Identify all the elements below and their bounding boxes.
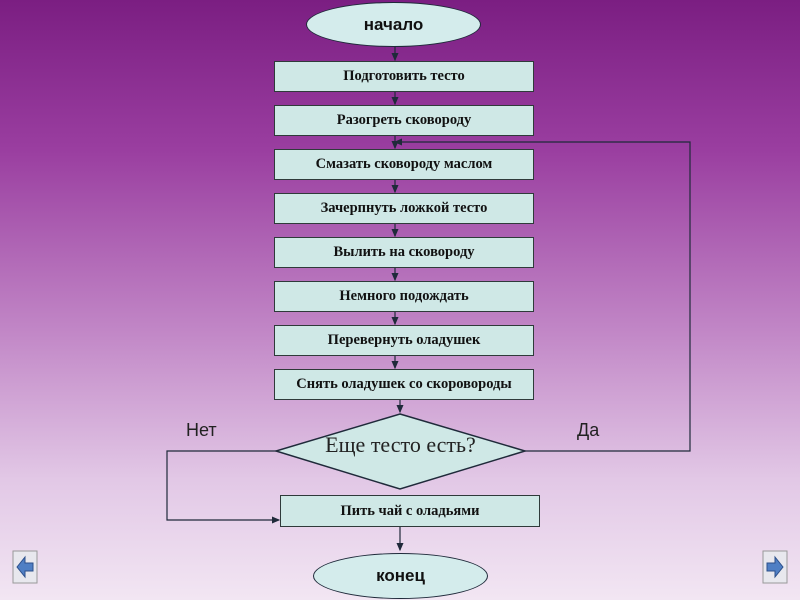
end-node: конец <box>313 553 488 599</box>
step-drink-tea: Пить чай с оладьями <box>280 495 540 527</box>
step-prepare-dough: Подготовить тесто <box>274 61 534 92</box>
step-pour-dough: Вылить на сковороду <box>274 237 534 268</box>
next-slide-button[interactable] <box>762 550 788 589</box>
start-node: начало <box>306 2 481 47</box>
step-remove-pancake: Снять оладушек со скоровороды <box>274 369 534 400</box>
decision-diamond <box>273 413 528 490</box>
step-heat-pan: Разогреть сковороду <box>274 105 534 136</box>
step-scoop-dough: Зачерпнуть ложкой тесто <box>274 193 534 224</box>
decision-label: Еще тесто есть? <box>325 432 476 457</box>
previous-slide-button[interactable] <box>12 550 38 589</box>
left-arrow-icon <box>12 550 38 584</box>
step-flip-pancake: Перевернуть оладушек <box>274 325 534 356</box>
no-branch <box>166 450 281 524</box>
right-arrow-icon <box>762 550 788 584</box>
no-branch-label: Нет <box>186 420 217 440</box>
step-wait: Немного подождать <box>274 281 534 312</box>
loop-yes-branch <box>393 138 691 452</box>
yes-branch-label: Да <box>577 420 600 440</box>
step-grease-pan: Смазать сковороду маслом <box>274 149 534 180</box>
